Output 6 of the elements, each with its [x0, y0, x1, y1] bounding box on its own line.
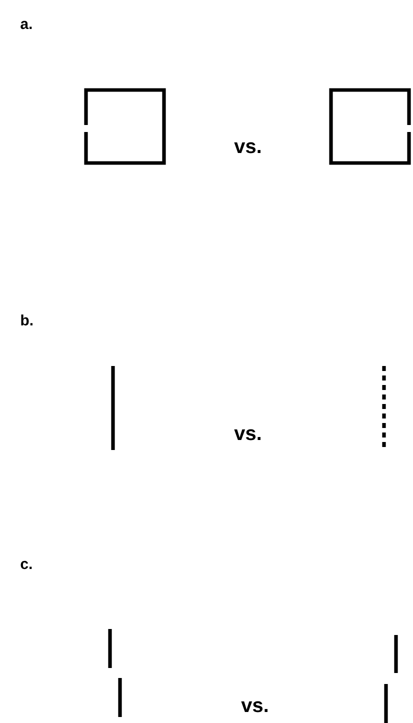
comparison-label: vs. — [234, 142, 260, 154]
comparison-label: vs. — [241, 701, 268, 712]
panel-label: a. — [20, 20, 32, 30]
panel-label: b. — [21, 314, 32, 326]
panel-label: c. — [20, 560, 32, 570]
comparison-label: vs. — [234, 429, 260, 440]
